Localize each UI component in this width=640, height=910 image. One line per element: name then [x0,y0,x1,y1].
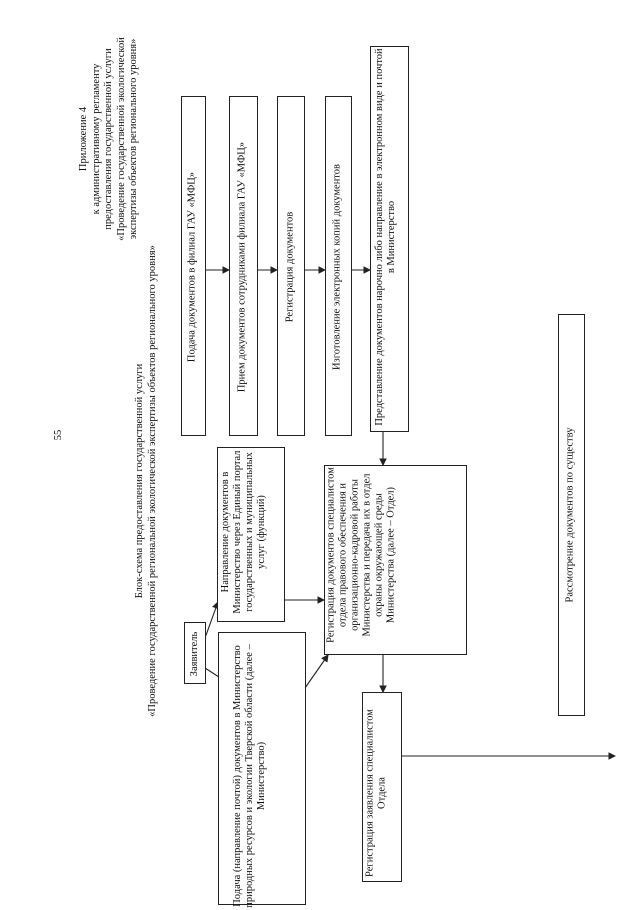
box-post-label: Подача (направление почтой) документов в… [232,644,267,908]
box-post: Подача (направление почтой) документов в… [218,632,306,908]
box-register-docs-label: Регистрация документов [284,211,296,323]
appendix-line-2: к административному регламенту [90,63,102,215]
box-register-docs: Регистрация документов [277,96,305,436]
box-mfc-receive-label: Прием документов сотрудниками филиала ГА… [236,141,248,393]
box-deliver-label: Представление документов нарочно либо на… [374,48,397,426]
scheme-title-line-1: Блок-схема предоставления государственно… [134,363,145,599]
scheme-title-line-2: «Проведение государственной региональной… [146,245,158,717]
appendix-line-1: Приложение 4 [78,106,89,172]
box-e-copies-label: Изготовление электронных копий документо… [331,164,343,370]
box-mfc-submit-label: Подача документов в филиал ГАУ «МФЦ» [186,171,198,363]
arrow-post-dept [304,654,329,689]
page-number: 55 [53,429,64,441]
scheme-title: Блок-схема предоставления государственно… [134,241,166,721]
appendix-line-4: «Проведение государственной экологическо… [115,37,127,241]
box-portal: Направление документов в Министерство че… [217,447,285,622]
box-review-label: Рассмотрение документов по существу [564,427,576,603]
box-app-register-label: Регистрация заявления специалистом Отдел… [364,709,388,877]
appendix-line-5: экспертизы объектов регионального уровня… [128,38,139,240]
box-deliver: Представление документов нарочно либо на… [370,46,409,432]
box-applicant-label: Заявитель [189,631,200,677]
box-dept-register: Регистрация документов специалистом отде… [324,465,467,655]
box-portal-label: Направление документов в Министерство че… [220,450,267,614]
appendix-header: Приложение 4 к административному регламе… [78,24,146,254]
box-dept-register-label: Регистрация документов специалистом отде… [325,467,397,643]
appendix-line-3: предоставления государственной услуги [103,48,114,230]
box-app-register: Регистрация заявления специалистом Отдел… [362,692,402,882]
box-applicant: Заявитель [184,622,206,684]
box-mfc-submit: Подача документов в филиал ГАУ «МФЦ» [181,96,206,436]
box-e-copies: Изготовление электронных копий документо… [325,96,352,436]
box-mfc-receive: Прием документов сотрудниками филиала ГА… [229,96,258,436]
box-review: Рассмотрение документов по существу [558,314,585,716]
